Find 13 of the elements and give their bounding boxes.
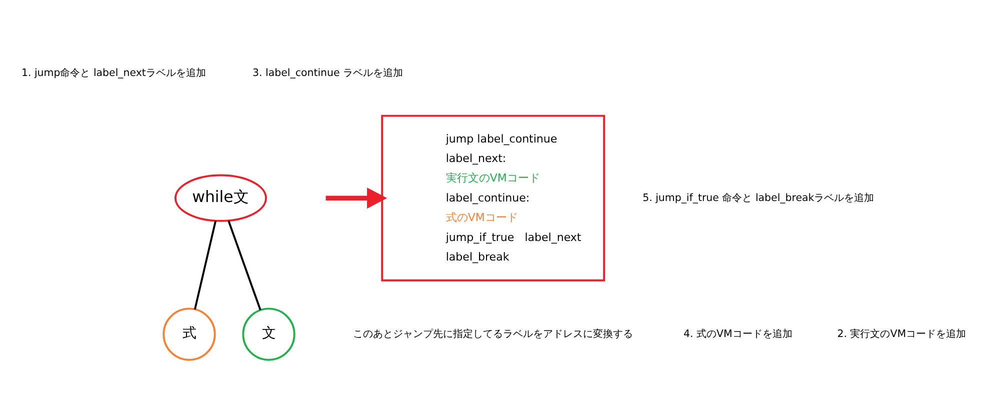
label: 1. jump命令と label_nextラベルを追加 [21,67,206,78]
label: 5. jump_if_true 命令と label_breakラベルを追加 [642,192,874,204]
connector [194,220,217,310]
label: このあとジャンプ先に指定してるラベルをアドレスに変換する [353,328,634,340]
node-circle: 文 [242,307,296,360]
label: 2. 実行文のVMコードを追加 [837,328,966,340]
node-box: jump label_continue label_next: 実行文のVMコード label_continue: 式のVMコード jump_if_true label_next label_break [381,114,606,281]
label: 4. 式のVMコードを追加 [684,328,792,340]
node-ellipse: while文 [174,174,267,222]
arrow [326,187,388,208]
connector [228,220,262,310]
label: 3. label_continue ラベルを追加 [252,67,404,78]
node-circle: 式 [162,307,216,360]
